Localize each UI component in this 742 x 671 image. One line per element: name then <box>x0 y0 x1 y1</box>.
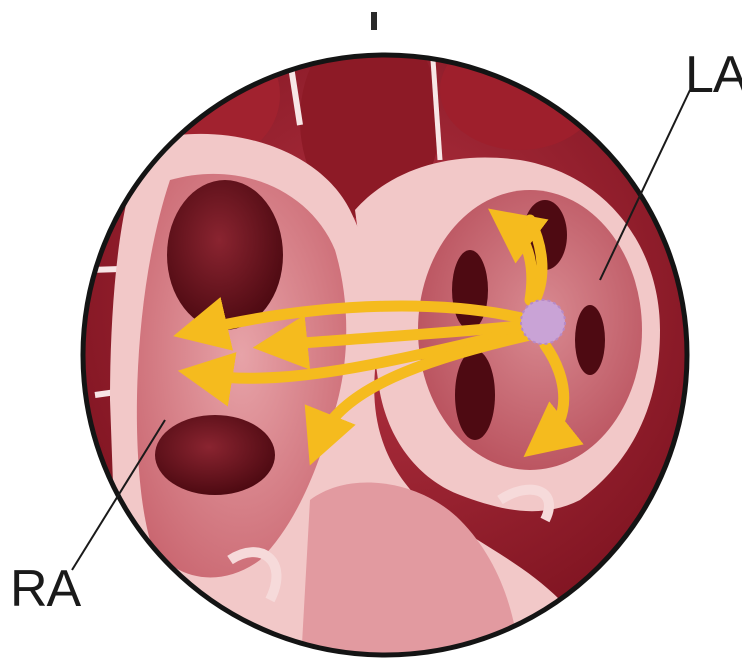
pulmonary-vein-4 <box>575 305 605 375</box>
label-right-atrium: RA <box>10 560 82 618</box>
pulmonary-vein-1 <box>452 250 488 330</box>
vessel-top-right <box>440 30 600 150</box>
magnified-view <box>80 20 700 671</box>
top-tick-mark <box>371 12 377 30</box>
label-left-atrium: LA <box>685 46 742 104</box>
superior-vena-cava-opening <box>167 180 283 330</box>
inferior-vena-cava-opening <box>155 415 275 495</box>
pulmonary-vein-2 <box>455 350 495 440</box>
